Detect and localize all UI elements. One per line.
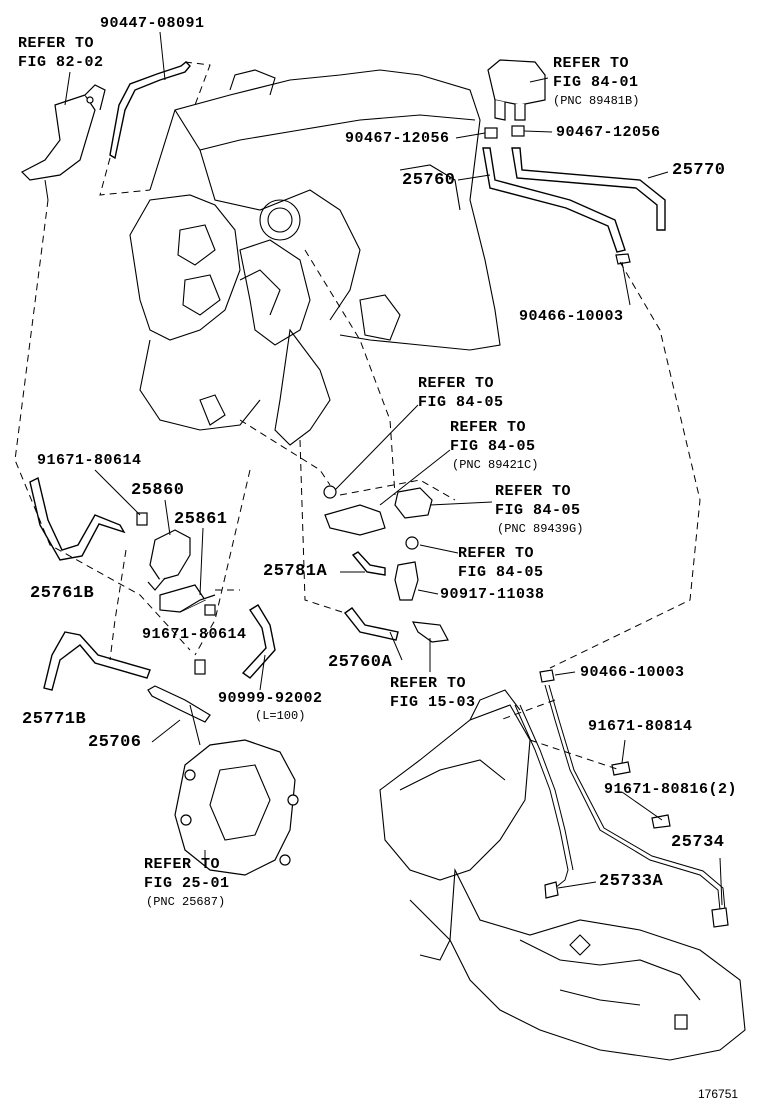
part-25860: 25860 (131, 481, 185, 500)
center-sensors-drawing (323, 485, 449, 643)
refer-84-05-a-line1: REFER TO (418, 375, 495, 392)
refer-82-02-line2: FIG 82-02 (18, 54, 104, 71)
refer-84-05-a-line2: FIG 84-05 (418, 394, 504, 411)
part-25861: 25861 (174, 510, 228, 529)
refer-82-02-line1: REFER TO (18, 35, 95, 52)
hose-90999-drawing (241, 604, 276, 679)
part-25781A: 25781A (263, 562, 328, 581)
part-91671-80614-a: 91671-80614 (37, 452, 142, 469)
refer-15-03-line1: REFER TO (390, 675, 467, 692)
part-90466-10003-bottom: 90466-10003 (580, 664, 685, 681)
refer-25-01-pnc: (PNC 25687) (146, 895, 226, 909)
refer-84-05-c-pnc: (PNC 89439G) (497, 522, 584, 536)
bracket-25-01-drawing (174, 739, 299, 876)
refer-25-01-line1: REFER TO (144, 856, 221, 873)
refer-84-05-b-pnc: (PNC 89421C) (452, 458, 539, 472)
leader-lines (64, 31, 723, 906)
part-25761B: 25761B (30, 584, 95, 603)
refer-84-01-line1: REFER TO (553, 55, 630, 72)
bracket-25706-drawing (147, 659, 211, 746)
refer-84-05-d-line2: FIG 84-05 (458, 564, 544, 581)
length-l100: (L=100) (255, 709, 306, 723)
sensor-wires-drawing (514, 669, 729, 928)
hoses-25760-25770-drawing (482, 147, 666, 265)
engine-block-drawing (129, 69, 501, 446)
hose-25761B-drawing (29, 476, 126, 561)
vsv-84-01-drawing (484, 59, 546, 139)
refer-84-05-b-line2: FIG 84-05 (450, 438, 536, 455)
refer-84-05-c-line2: FIG 84-05 (495, 502, 581, 519)
refer-84-01-line2: FIG 84-01 (553, 74, 639, 91)
hose-25771B-drawing (43, 631, 151, 691)
part-25771B: 25771B (22, 710, 87, 729)
refer-84-05-b-line1: REFER TO (450, 419, 527, 436)
part-90447-08091: 90447-08091 (100, 15, 205, 32)
hose-90447-drawing (109, 61, 191, 160)
dashed-reference-lines (14, 61, 701, 771)
part-25770: 25770 (672, 161, 726, 180)
refer-15-03-line2: FIG 15-03 (390, 694, 476, 711)
part-90466-10003-top: 90466-10003 (519, 308, 624, 325)
part-91671-80816: 91671-80816(2) (604, 781, 738, 798)
part-90917-11038: 90917-11038 (440, 586, 545, 603)
refer-84-05-d-line1: REFER TO (458, 545, 535, 562)
part-90467-12056-right: 90467-12056 (556, 124, 661, 141)
exhaust-catalyst-drawing (379, 689, 746, 1061)
bracket-82-02-drawing (20, 84, 106, 201)
vsv-25860-drawing (136, 512, 216, 616)
part-25734: 25734 (671, 833, 725, 852)
part-90999-92002: 90999-92002 (218, 690, 323, 707)
refer-25-01-line2: FIG 25-01 (144, 875, 230, 892)
part-91671-80614-b: 91671-80614 (142, 626, 247, 643)
part-90467-12056-left: 90467-12056 (345, 130, 450, 147)
part-25733A: 25733A (599, 872, 664, 891)
figure-number: 176751 (698, 1087, 739, 1101)
refer-84-01-pnc: (PNC 89481B) (553, 94, 640, 108)
refer-84-05-c-line1: REFER TO (495, 483, 572, 500)
part-25760A: 25760A (328, 653, 393, 672)
part-25706: 25706 (88, 733, 142, 752)
part-25760: 25760 (402, 171, 456, 190)
part-91671-80814: 91671-80814 (588, 718, 693, 735)
